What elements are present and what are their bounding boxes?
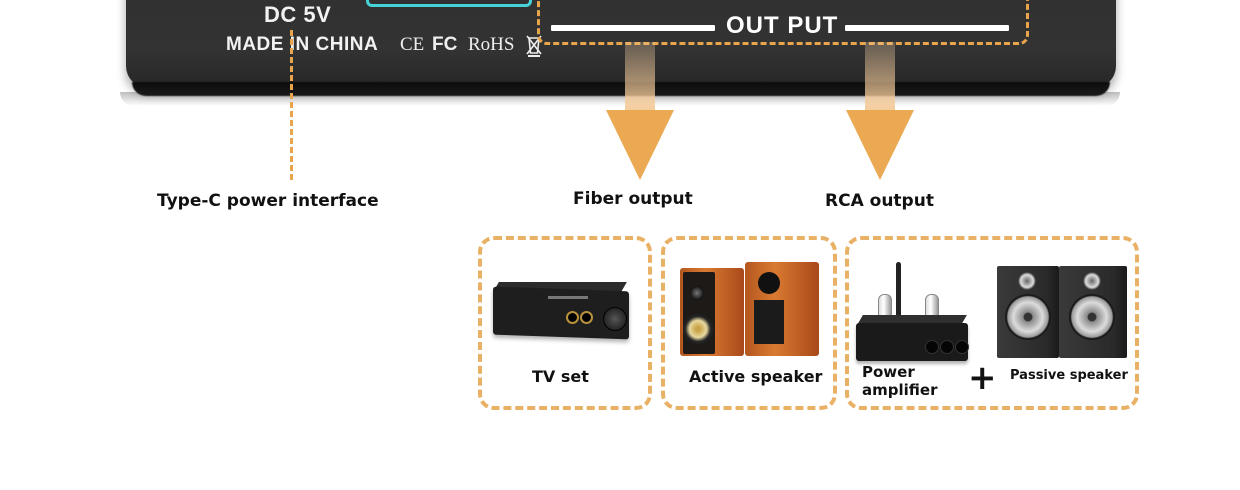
active-speaker-label: Active speaker <box>689 367 823 386</box>
fiber-caption: Fiber output <box>573 189 693 209</box>
power-amplifier-label-line1: Power <box>862 363 915 381</box>
passive-setup-group <box>845 236 1139 410</box>
rca-arrow-stem <box>865 42 895 114</box>
output-region-outline <box>537 0 1029 45</box>
power-amplifier-label: Power amplifier <box>862 363 937 399</box>
rca-caption: RCA output <box>825 191 934 211</box>
fcc-mark-icon: FC <box>432 34 458 55</box>
origin-label: MADE IN CHINA <box>226 34 379 55</box>
tv-set-label: TV set <box>532 367 589 386</box>
output-label: OUT PUT <box>726 12 839 39</box>
passive-speaker-label: Passive speaker <box>1010 368 1128 383</box>
power-caption: Type-C power interface <box>157 191 379 211</box>
device-base <box>132 82 1110 96</box>
port-outline <box>366 0 532 7</box>
output-line-left <box>551 25 715 31</box>
plus-icon: + <box>968 358 997 398</box>
rca-arrow-icon <box>846 110 914 180</box>
active-speaker-group <box>661 236 837 410</box>
fiber-arrow-icon <box>606 110 674 180</box>
rohs-mark-icon: RoHS <box>468 34 515 55</box>
tv-set-group <box>478 236 652 410</box>
power-amplifier-label-line2: amplifier <box>862 381 938 399</box>
fiber-arrow-stem <box>625 42 655 114</box>
output-line-right <box>845 25 1009 31</box>
ce-mark-icon: CE <box>400 34 425 55</box>
power-leader-line <box>290 30 293 180</box>
power-spec-label: DC 5V <box>264 2 332 27</box>
